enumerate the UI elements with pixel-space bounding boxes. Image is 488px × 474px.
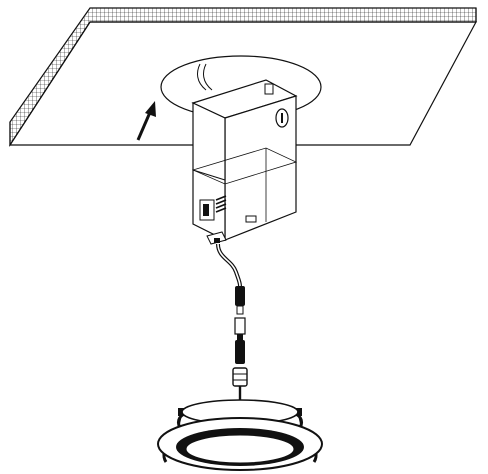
- cable: [216, 243, 242, 287]
- strain-relief-nut: [232, 367, 248, 387]
- hole-wire: [197, 63, 213, 91]
- female-connector: [234, 317, 246, 364]
- up-arrow-icon: [136, 101, 156, 141]
- lens: [185, 434, 295, 464]
- light-fixture: [157, 399, 323, 471]
- switch-icon: [215, 195, 227, 213]
- male-connector: [235, 286, 245, 315]
- junction-box: [191, 79, 298, 245]
